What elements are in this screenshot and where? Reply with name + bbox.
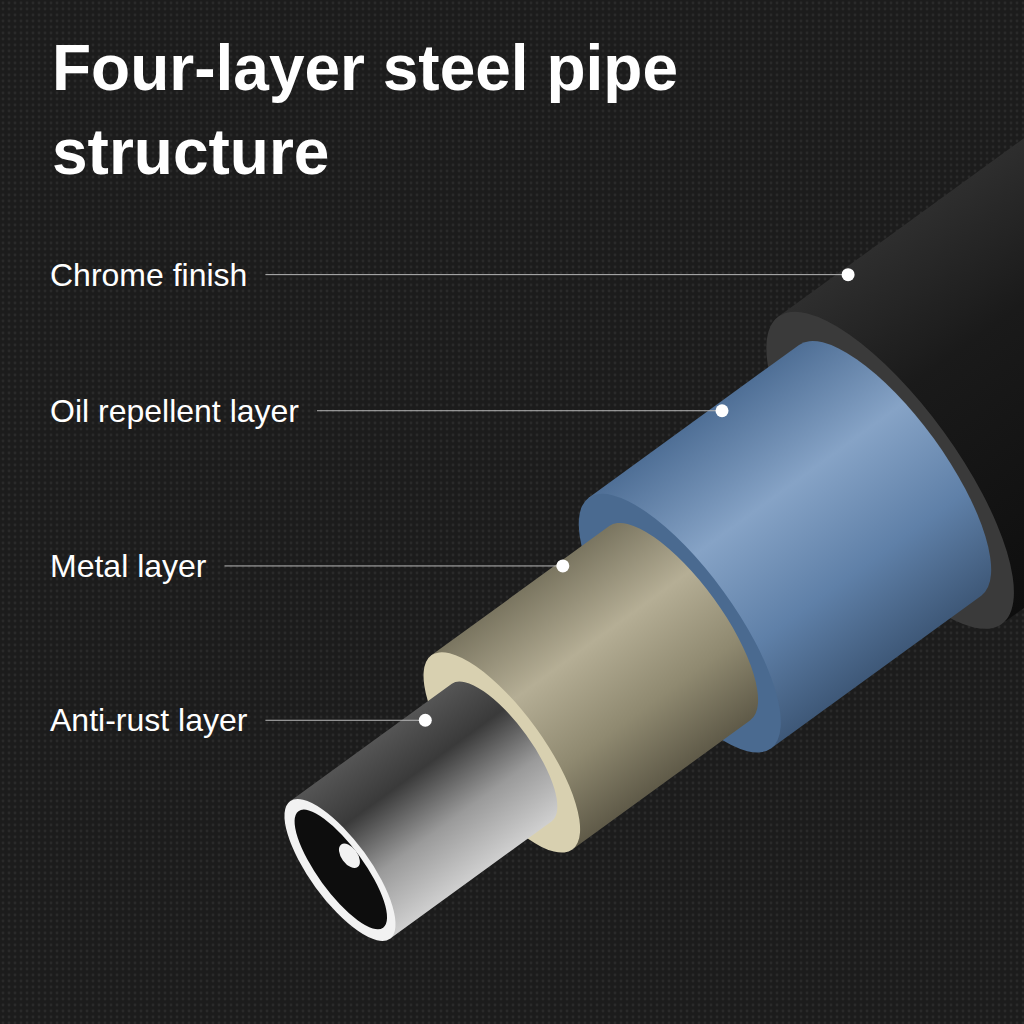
- title: Four-layer steel pipe structure: [52, 26, 732, 194]
- leader-line: [265, 274, 848, 275]
- layer-label: Metal layer: [50, 546, 207, 586]
- layer-label: Anti-rust layer: [50, 700, 247, 740]
- layer-label: Chrome finish: [50, 255, 247, 295]
- leader-line: [225, 565, 563, 566]
- leader-dot: [556, 559, 569, 572]
- leader-dot: [716, 404, 729, 417]
- leader-dot: [842, 268, 855, 281]
- leader-line: [265, 720, 425, 721]
- layer-label: Oil repellent layer: [50, 391, 299, 431]
- leader-line: [317, 410, 722, 411]
- leader-dot: [419, 714, 432, 727]
